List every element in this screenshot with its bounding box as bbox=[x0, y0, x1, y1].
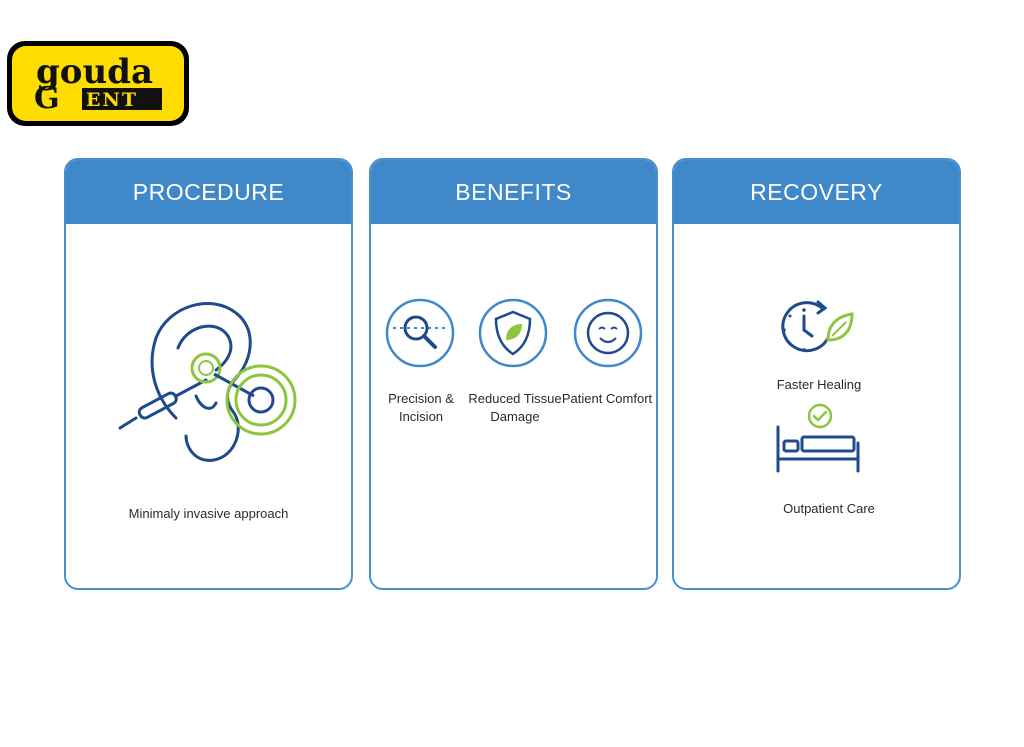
clock-leaf-icon bbox=[781, 300, 854, 353]
gouda-ent-logo: gouda ENT G bbox=[4, 38, 192, 129]
procedure-card: PROCEDURE Minimaly invasive approach bbox=[64, 158, 353, 590]
recovery-card: RECOVERY Faster Healing Outpatient Care bbox=[672, 158, 961, 590]
ear-procedure-icon bbox=[118, 302, 297, 462]
svg-text:ENT: ENT bbox=[86, 89, 138, 111]
benefit-reduced-tissue-line1: Reduced Tissue bbox=[468, 391, 562, 406]
procedure-caption: Minimaly invasive approach bbox=[128, 506, 289, 521]
benefits-card: BENEFITS Precision & Incision Reduced Ti… bbox=[369, 158, 658, 590]
benefit-precision-line2: Incision bbox=[398, 409, 444, 424]
procedure-header: PROCEDURE bbox=[66, 160, 351, 224]
magnifier-icon bbox=[385, 298, 455, 368]
bed-check-icon bbox=[776, 403, 860, 473]
benefit-reduced-tissue-line2: Damage bbox=[490, 409, 540, 424]
recovery-header: RECOVERY bbox=[674, 160, 959, 224]
smiley-icon bbox=[573, 298, 643, 368]
svg-text:G: G bbox=[34, 81, 60, 116]
benefits-header: BENEFITS bbox=[371, 160, 656, 224]
benefit-precision: Precision & Incision bbox=[375, 390, 467, 426]
benefit-reduced-tissue: Reduced Tissue Damage bbox=[467, 390, 563, 426]
benefit-patient-comfort-line1: Patient Comfort bbox=[561, 391, 653, 406]
benefit-patient-comfort: Patient Comfort bbox=[559, 390, 655, 408]
shield-leaf-icon bbox=[478, 298, 548, 368]
svg-text:gouda: gouda bbox=[36, 52, 153, 92]
benefit-precision-line1: Precision & bbox=[388, 391, 454, 406]
recovery-faster-healing: Faster Healing bbox=[776, 377, 862, 392]
recovery-outpatient-care: Outpatient Care bbox=[783, 501, 875, 516]
